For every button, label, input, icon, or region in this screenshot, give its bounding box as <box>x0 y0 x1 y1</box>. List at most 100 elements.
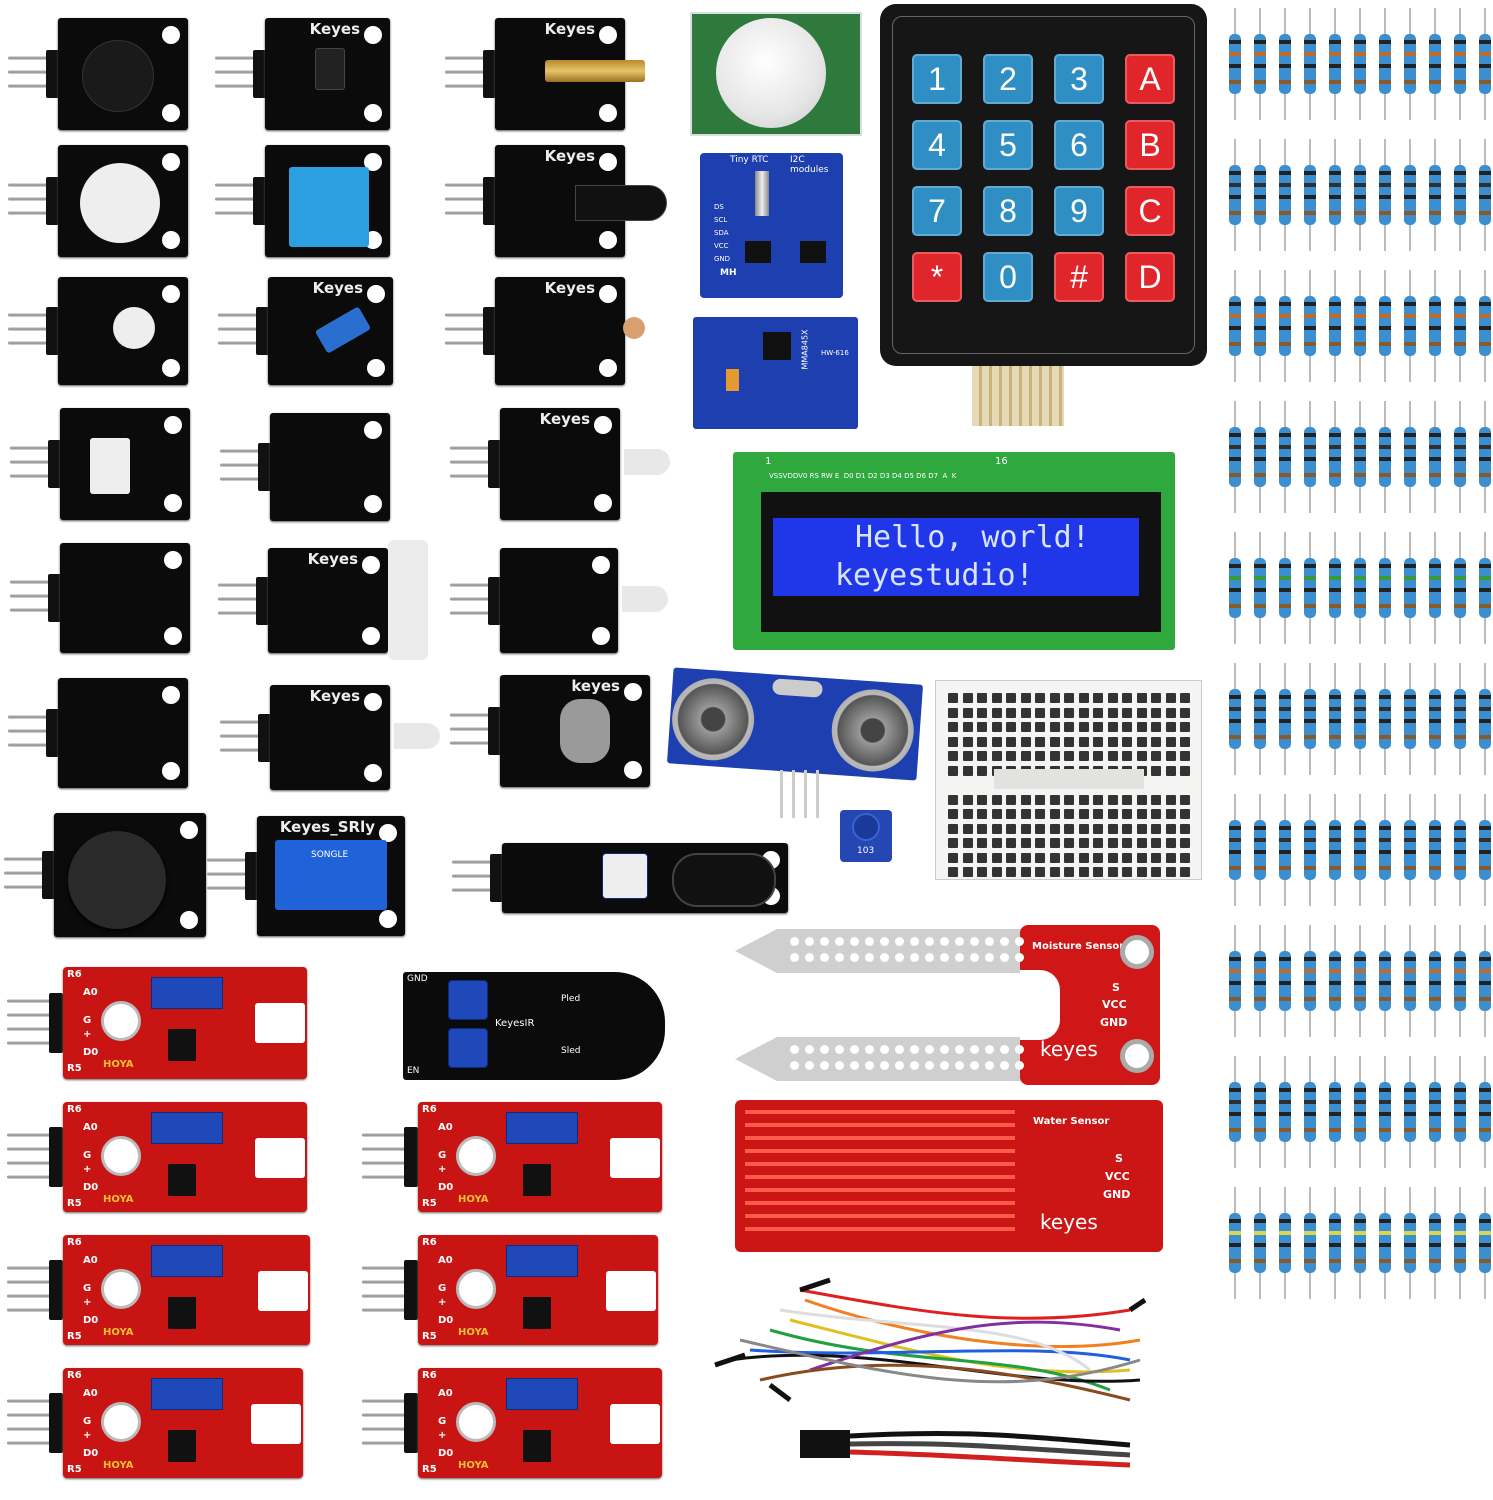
breadboard-hole <box>1093 852 1103 863</box>
resistor-band <box>1279 342 1291 346</box>
water-trace <box>745 1188 1015 1192</box>
mount-hole <box>592 556 610 574</box>
resistor-band <box>1404 719 1416 723</box>
resistor-band <box>1354 1088 1366 1092</box>
resistor <box>1228 139 1242 251</box>
eeprom-chip <box>800 241 826 263</box>
resistor-body <box>1454 427 1466 487</box>
resistor-band <box>1429 326 1441 330</box>
probe-top <box>735 929 1035 973</box>
pin-label: D0 <box>438 1182 454 1193</box>
resistor-body <box>1479 951 1491 1011</box>
resistor <box>1353 794 1367 906</box>
resistor-band <box>1329 40 1341 44</box>
resistor-band <box>1429 1259 1441 1263</box>
resistor-band <box>1379 342 1391 346</box>
pin-header <box>49 1127 63 1187</box>
probe-hole <box>925 1045 934 1054</box>
trimpot <box>151 1112 223 1144</box>
op-amp <box>523 1164 551 1196</box>
breadboard-hole <box>1151 867 1161 877</box>
resistor-body <box>1429 427 1441 487</box>
resistor-band <box>1254 564 1266 568</box>
water-trace <box>745 1110 1015 1114</box>
breadboard-hole <box>1107 838 1118 848</box>
resistor <box>1303 401 1317 513</box>
probe-hole <box>1000 937 1009 946</box>
header-pin <box>8 341 52 345</box>
lcd-bezel: Hello, world! keyestudio! <box>761 492 1161 632</box>
resistor-band <box>1454 1088 1466 1092</box>
resistor-band <box>1479 302 1491 306</box>
op-amp <box>168 1029 196 1061</box>
breadboard-hole <box>1035 722 1045 732</box>
resistor-band <box>1454 957 1466 961</box>
resistor-band <box>1304 997 1316 1001</box>
resistor-band <box>1429 1088 1441 1092</box>
joystick-module <box>54 813 206 937</box>
ultrasonic-crystal <box>772 678 824 698</box>
resistor-band <box>1479 604 1491 608</box>
probe-hole <box>970 1045 979 1054</box>
resistor-band <box>1254 457 1266 461</box>
resistor-band <box>1279 719 1291 723</box>
resistor-band <box>1379 997 1391 1001</box>
resistor-body <box>1479 1213 1491 1273</box>
resistor-band <box>1454 1112 1466 1116</box>
pot-knob <box>852 813 880 841</box>
mount-hole <box>599 153 617 171</box>
resistor-body <box>1354 427 1366 487</box>
mount-hole <box>599 26 617 44</box>
breadboard-hole <box>1107 751 1118 761</box>
resistor-band <box>1379 588 1391 592</box>
resistor-band <box>1404 342 1416 346</box>
pin-label: G <box>438 1150 447 1161</box>
breadboard-hole <box>991 722 1002 732</box>
resistor <box>1328 270 1342 382</box>
breadboard-hole <box>977 794 987 805</box>
resistor <box>1378 532 1392 644</box>
resistor <box>1228 794 1242 906</box>
resistor-band <box>1304 64 1316 68</box>
resistor-band <box>1279 52 1291 56</box>
breadboard-hole <box>1122 867 1132 877</box>
resistor-band <box>1404 183 1416 187</box>
header-pin <box>362 1280 406 1284</box>
breadboard-hole <box>1122 852 1132 863</box>
water-trace <box>745 1123 1015 1127</box>
resistor <box>1453 1056 1467 1168</box>
breadboard-hole <box>1064 823 1074 834</box>
resistor-band <box>1229 52 1241 56</box>
header-pin <box>445 84 489 88</box>
resistor-band <box>1304 707 1316 711</box>
resistor-band <box>1229 735 1241 739</box>
resistor-band <box>1279 969 1291 973</box>
resistor-band <box>1479 40 1491 44</box>
pin-header <box>42 851 56 899</box>
breadboard-hole <box>962 867 973 877</box>
ir-tracking-en: EN <box>407 1066 420 1076</box>
probe-hole <box>985 953 994 962</box>
probe-hole <box>925 1061 934 1070</box>
joystick-cap <box>68 831 166 929</box>
resistor-band <box>1304 576 1316 580</box>
resistor-band <box>1429 866 1441 870</box>
resistor-band <box>1229 433 1241 437</box>
breadboard-hole <box>1020 838 1031 848</box>
mount-hole <box>624 761 642 779</box>
resistor-band <box>1229 195 1241 199</box>
resistor-band <box>1254 866 1266 870</box>
resistor-band <box>1254 342 1266 346</box>
header-pin <box>10 446 54 450</box>
resistor-band <box>1429 576 1441 580</box>
resistor-band <box>1404 866 1416 870</box>
wire-gray <box>739 1338 1141 1384</box>
resistor-body <box>1329 689 1341 749</box>
water-level-sensor: Water Sensor S VCC GND keyes <box>735 1100 1163 1252</box>
breadboard-hole <box>977 765 987 776</box>
breadboard-hole <box>962 823 973 834</box>
header-pin <box>218 341 262 345</box>
resistor <box>1228 1056 1242 1168</box>
resistor-body <box>1404 1213 1416 1273</box>
pin-header <box>483 177 497 225</box>
